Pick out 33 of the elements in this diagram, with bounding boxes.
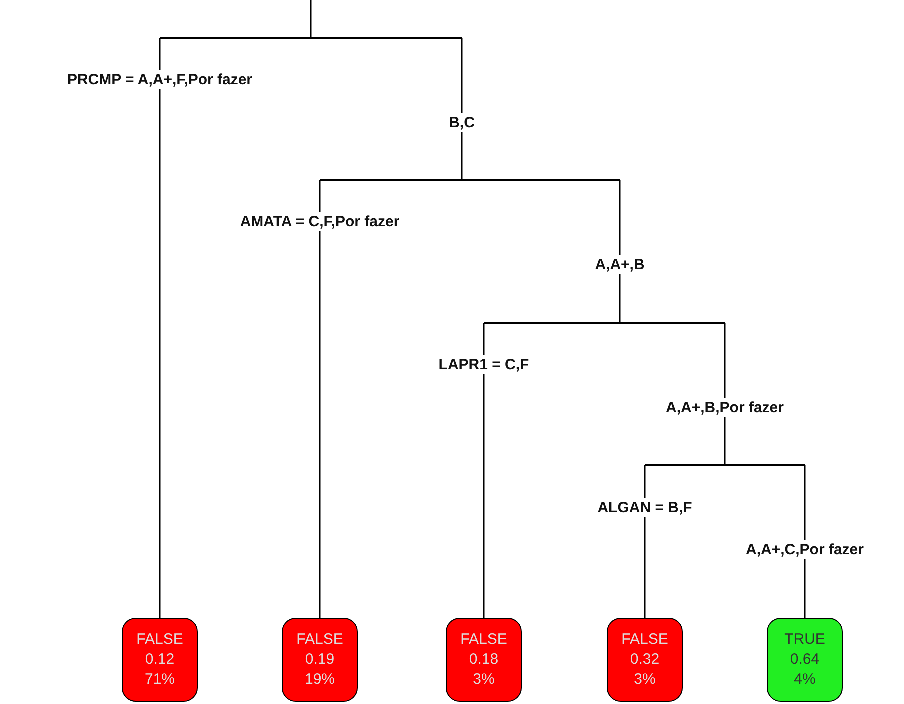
tree-branch [159, 38, 161, 618]
leaf-text: 0.19 [305, 650, 335, 670]
leaf-text: FALSE [136, 630, 184, 650]
leaf-node [607, 618, 683, 702]
leaf-node [767, 618, 843, 702]
leaf-text: FALSE [296, 630, 344, 650]
tree-branch [644, 465, 646, 618]
split-condition: A,A+,C,Por fazer [744, 540, 866, 560]
leaf-text: TRUE [784, 630, 826, 650]
leaf-text: 0.12 [145, 650, 175, 670]
leaf-text: FALSE [622, 630, 668, 650]
split-condition: A,A+,B [593, 256, 647, 274]
leaf-node [122, 618, 198, 702]
leaf-text: 0.64 [790, 650, 820, 670]
tree-branch [804, 465, 806, 618]
split-condition: AMATA = C,F,Por fazer [238, 212, 402, 232]
leaf-text: 71% [144, 670, 176, 690]
leaf-node [446, 618, 522, 702]
leaf-text: 0.18 [469, 650, 499, 670]
leaf-node [282, 618, 358, 702]
split-condition: A,A+,B,Por fazer [664, 398, 786, 418]
tree-branch [310, 0, 312, 37]
leaf-text: 3% [473, 670, 495, 690]
leaf-text: 19% [304, 670, 336, 690]
split-condition: B,C [447, 114, 477, 132]
leaf-text: 3% [634, 670, 656, 690]
tree-branch [319, 180, 321, 618]
split-condition: ALGAN = B,F [596, 498, 694, 518]
tree-branch [483, 323, 485, 618]
leaf-text: 4% [794, 670, 816, 690]
leaf-text: FALSE [460, 630, 508, 650]
split-condition: LAPR1 = C,F [436, 356, 532, 374]
leaf-text: 0.32 [630, 650, 660, 670]
